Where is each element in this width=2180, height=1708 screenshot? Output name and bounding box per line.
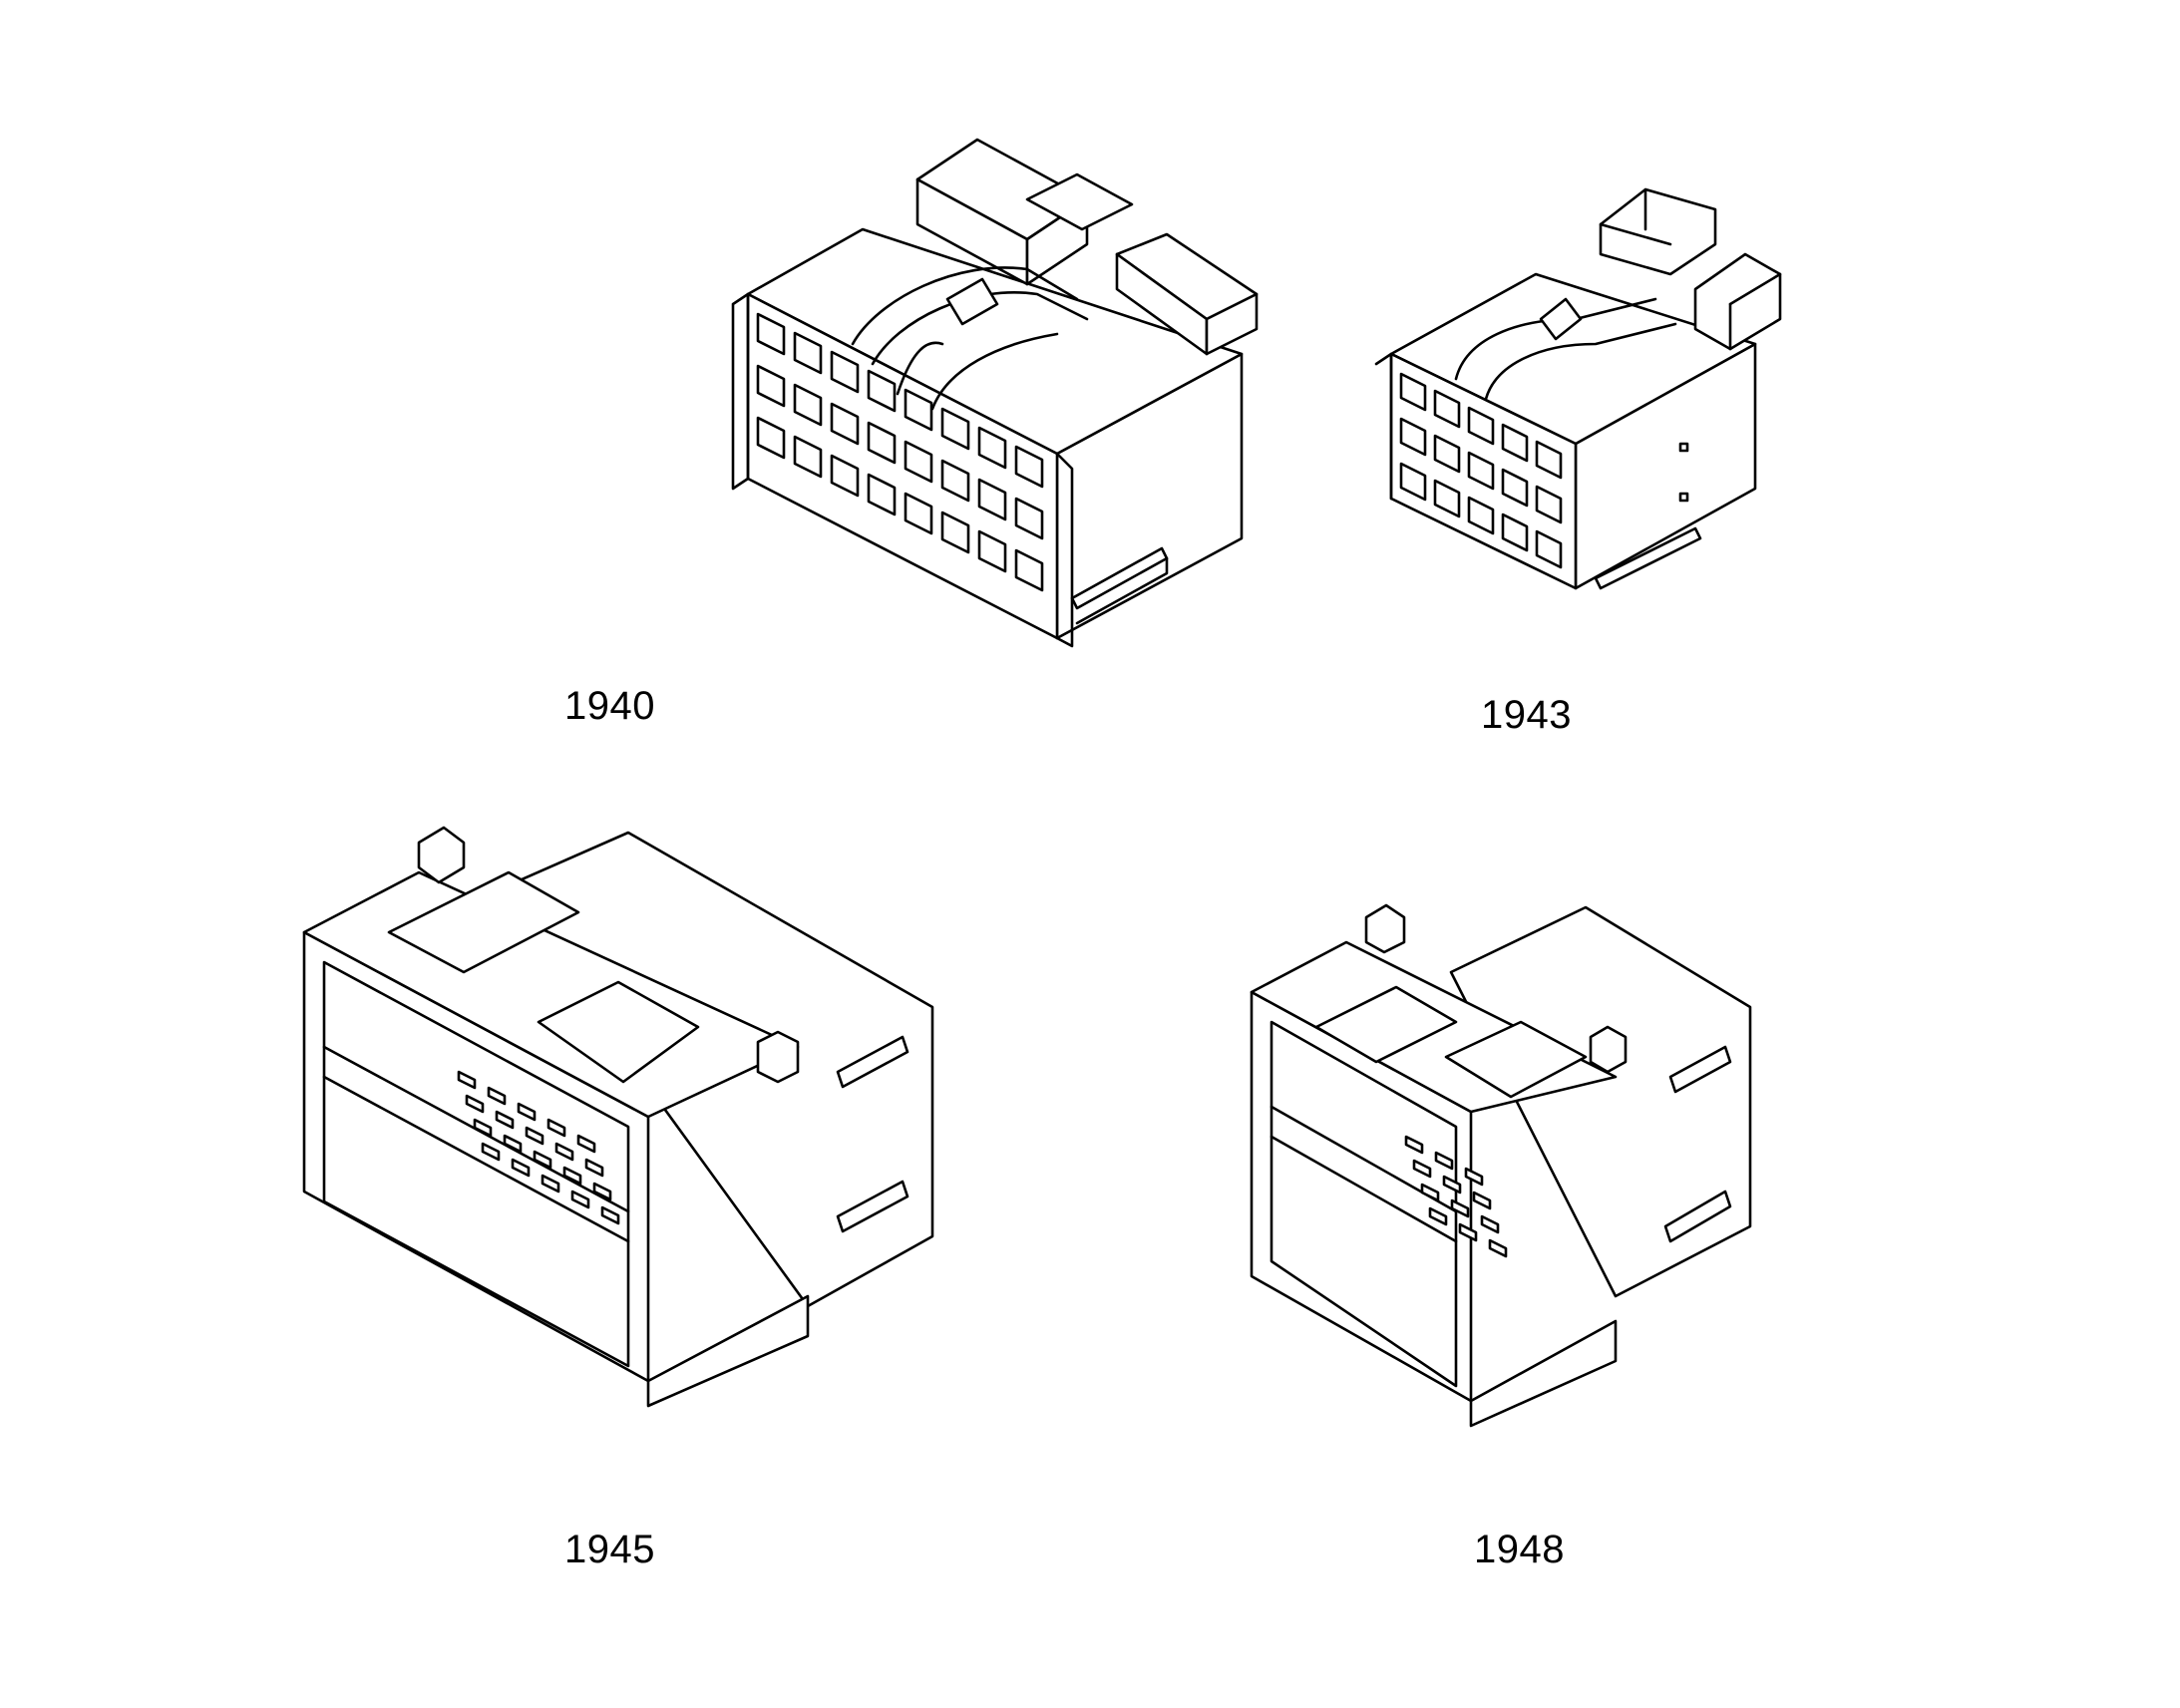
terminal-cavity [793,383,823,427]
terminal-cavity [1014,497,1044,540]
pin-slot [495,1110,515,1130]
terminal-cavity [1433,434,1461,474]
cavity-grid-1943 [1399,372,1563,569]
terminal-cavity [1433,479,1461,518]
pin-slot [1404,1135,1424,1155]
terminal-cavity [1467,451,1495,491]
pin-slot [541,1174,560,1194]
pin-slot [546,1118,566,1138]
terminal-cavity [904,388,933,432]
terminal-cavity [977,478,1007,521]
pin-slot [533,1150,552,1170]
terminal-cavity [867,421,897,465]
pin-slot [1442,1175,1462,1195]
pin-slot [576,1134,596,1154]
pin-slot [1488,1238,1508,1258]
terminal-cavity [830,350,860,394]
pin-slots-1945 [457,1070,620,1225]
pin-slot [1420,1183,1440,1202]
pin-slot [1412,1159,1432,1179]
terminal-cavity [940,511,970,554]
terminal-cavity [756,312,786,356]
part-label-1945: 1945 [564,1528,655,1571]
terminal-cavity [1535,440,1563,480]
terminal-cavity [1467,406,1495,446]
terminal-cavity [1467,496,1495,535]
terminal-cavity [1535,485,1563,524]
pin-slot [1458,1222,1478,1242]
terminal-cavity [1433,389,1461,429]
terminal-cavity [940,459,970,503]
terminal-cavity [1399,462,1427,502]
terminal-cavity [1014,548,1044,592]
pin-slot [465,1094,485,1114]
terminal-cavity [1501,423,1529,463]
terminal-cavity [830,402,860,446]
pin-slot [517,1102,537,1122]
terminal-cavity [1399,417,1427,457]
terminal-cavity [904,492,933,535]
terminal-cavity [977,529,1007,573]
pin-slot [1450,1198,1470,1218]
pin-slot [592,1182,612,1201]
terminal-cavity [977,426,1007,470]
pin-slot [1434,1151,1454,1171]
terminal-cavity [940,407,970,451]
pin-slot [503,1134,523,1154]
pin-slot [473,1118,493,1138]
connector-1940-drawing [731,138,1259,648]
part-label-1948: 1948 [1474,1528,1565,1571]
terminal-cavity [1501,512,1529,552]
pin-slot [1428,1206,1448,1226]
pin-slot [570,1190,590,1209]
pin-slot [554,1142,574,1162]
terminal-cavity [1535,529,1563,569]
terminal-cavity [1399,372,1427,412]
cavity-grid-1940 [756,312,1044,592]
pin-slot [1464,1167,1484,1187]
terminal-cavity [793,435,823,479]
terminal-cavity [1501,468,1529,508]
terminal-cavity [867,473,897,516]
pin-slot [525,1126,545,1146]
terminal-cavity [904,440,933,484]
part-label-1940: 1940 [564,684,655,728]
pin-slot [562,1166,582,1186]
pin-slot [600,1205,620,1225]
terminal-cavity [756,416,786,460]
terminal-cavity [1014,445,1044,489]
pin-slot [511,1158,531,1178]
connector-1945-drawing [302,826,934,1408]
pin-slot [584,1158,604,1178]
terminal-cavity [830,454,860,498]
terminal-cavity [867,369,897,413]
pin-slots-1948 [1404,1135,1508,1258]
pin-slot [481,1142,501,1162]
pin-slot [1480,1214,1500,1234]
terminal-cavity [793,331,823,375]
pin-slot [487,1086,507,1106]
connector-1943-drawing [1374,187,1782,590]
pin-slot [1472,1191,1492,1210]
connector-1948-drawing [1250,903,1752,1428]
part-label-1943: 1943 [1481,693,1572,737]
pin-slot [457,1070,477,1090]
terminal-cavity [756,364,786,408]
